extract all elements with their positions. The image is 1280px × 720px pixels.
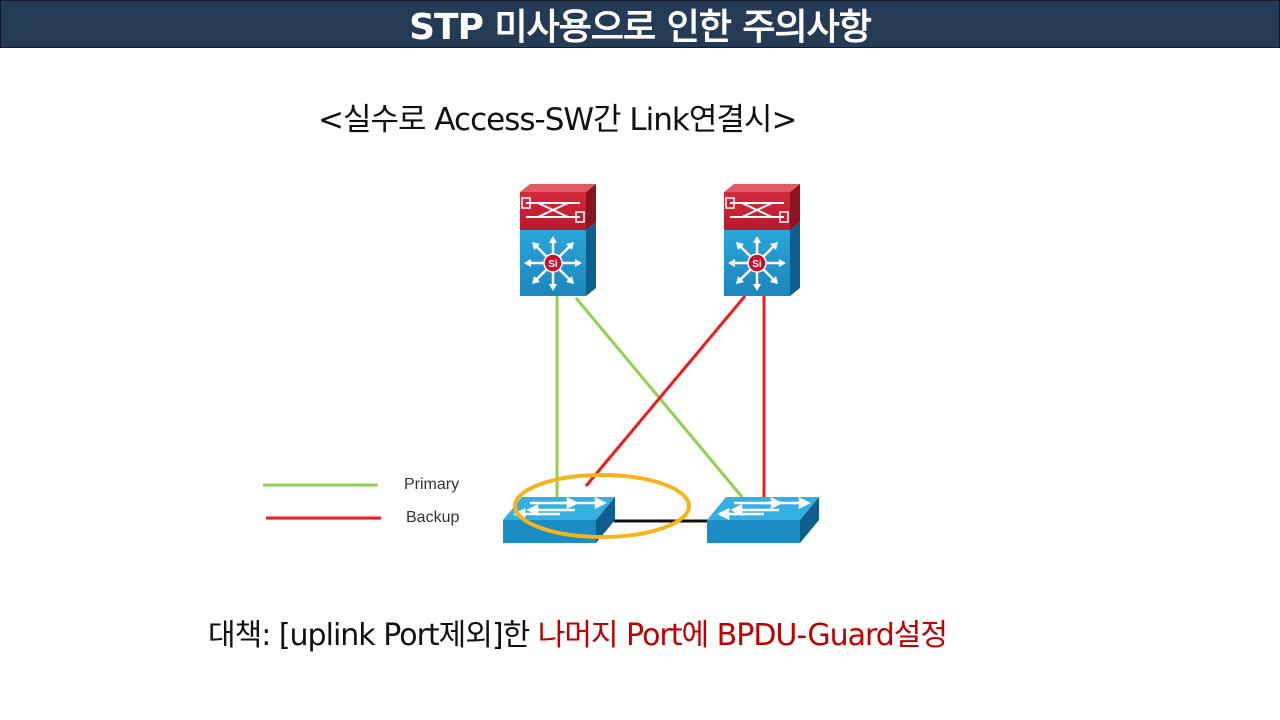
slide-title: STP 미사용으로 인한 주의사항 bbox=[409, 7, 872, 48]
core-switch-left-badge: Si bbox=[548, 259, 558, 270]
backup-link-cross bbox=[584, 295, 747, 487]
slide-subtitle: <실수로 Access-SW간 Link연결시> bbox=[318, 102, 797, 138]
access-switch-right bbox=[707, 496, 819, 543]
legend-primary-label: Primary bbox=[404, 476, 460, 493]
title-bar: STP 미사용으로 인한 주의사항 bbox=[0, 0, 1280, 48]
remedy-text: 대책: [uplink Port제외]한 나머지 Port에 BPDU-Guar… bbox=[208, 610, 948, 654]
loop-highlight-ring bbox=[513, 473, 691, 539]
remedy-highlight: 나머지 Port에 BPDU-Guard설정 bbox=[537, 618, 948, 653]
core-switch-right: Si bbox=[724, 184, 800, 296]
core-switch-left: Si bbox=[520, 184, 596, 296]
remedy-prefix: 대책: [uplink Port제외]한 bbox=[208, 618, 538, 653]
legend-backup-label: Backup bbox=[406, 509, 460, 526]
core-switch-right-badge: Si bbox=[752, 259, 762, 270]
